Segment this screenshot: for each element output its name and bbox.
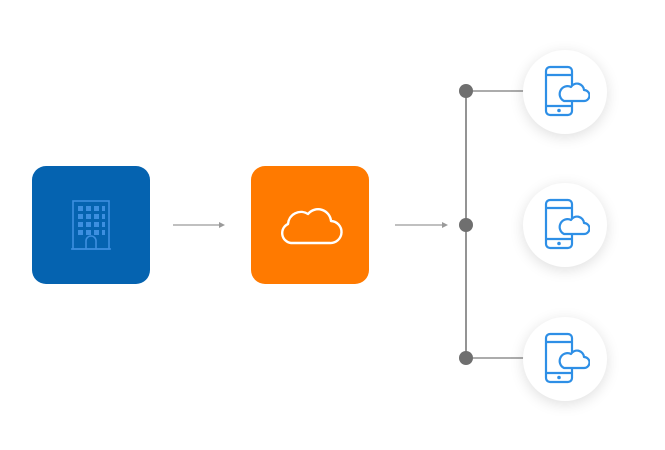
device-node-1: [523, 50, 607, 134]
junction-dot-middle: [459, 218, 473, 232]
arrow-building-to-cloud: [173, 222, 225, 228]
cloud-icon: [281, 208, 343, 245]
phone-cloud-icon: [544, 65, 590, 117]
device-node-2: [523, 183, 607, 267]
junction-dot-top: [459, 84, 473, 98]
building-icon: [71, 200, 111, 250]
cloud-tile: [251, 166, 369, 284]
building-tile: [32, 166, 150, 284]
phone-cloud-icon: [544, 198, 590, 250]
phone-cloud-icon: [544, 332, 590, 384]
arrow-cloud-to-hub: [395, 222, 448, 228]
junction-dot-bottom: [459, 351, 473, 365]
device-node-3: [523, 317, 607, 401]
